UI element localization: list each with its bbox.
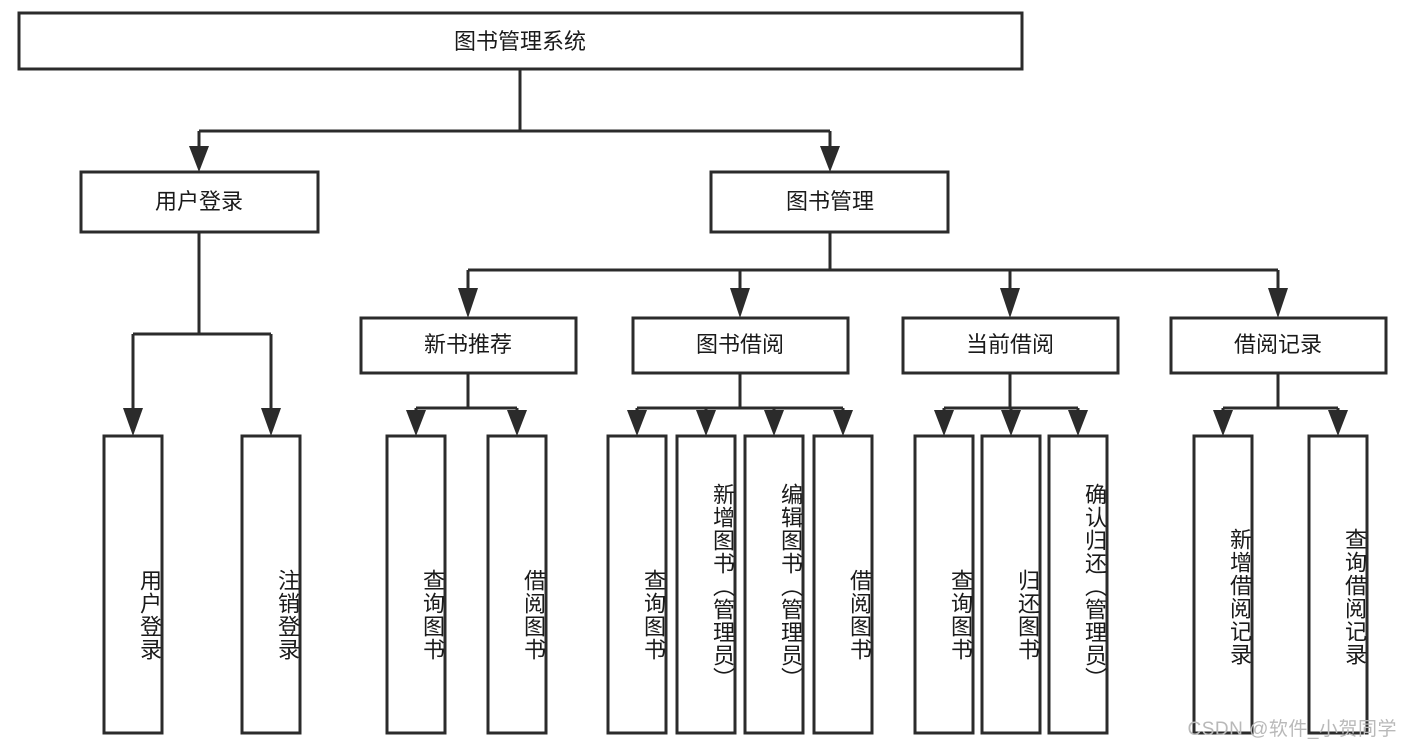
arrow-head-borrow-record — [1268, 288, 1288, 318]
arrow-head-leaf-query-record — [1328, 410, 1348, 436]
node-box-leaf-query-book-2[interactable] — [606, 434, 668, 735]
node-box-leaf-confirm-return[interactable] — [1047, 434, 1109, 735]
node-box-root[interactable] — [17, 11, 1024, 71]
node-box-leaf-add-record[interactable] — [1192, 434, 1254, 735]
node-box-book-borrow[interactable] — [631, 316, 850, 375]
arrow-head-leaf-user-logout — [261, 408, 281, 436]
node-box-borrow-record[interactable] — [1169, 316, 1388, 375]
arrow-head-leaf-borrow-book-1 — [507, 410, 527, 436]
node-box-leaf-user-logout[interactable] — [240, 434, 302, 735]
arrow-head-new-book-recommend — [458, 288, 478, 318]
node-box-new-book-recommend[interactable] — [359, 316, 578, 375]
node-box-user-login[interactable] — [79, 170, 320, 234]
node-label-book-borrow: 图书借阅 — [696, 332, 784, 357]
node-box-leaf-user-login[interactable] — [102, 434, 164, 735]
arrow-head-leaf-query-book-2 — [627, 410, 647, 436]
node-box-leaf-borrow-book-1[interactable] — [486, 434, 548, 735]
arrow-head-leaf-borrow-book-2 — [833, 410, 853, 436]
arrow-head-book-manage — [820, 146, 840, 172]
arrow-head-leaf-add-book — [696, 410, 716, 436]
arrow-head-leaf-confirm-return — [1068, 410, 1088, 436]
connector-group-current-borrow — [934, 373, 1088, 436]
connector-group-new-book-recommend — [406, 373, 527, 436]
arrow-head-leaf-query-book-3 — [934, 410, 954, 436]
node-label-current-borrow: 当前借阅 — [966, 332, 1054, 357]
arrow-head-leaf-return-book — [1001, 410, 1021, 436]
node-label-new-book-recommend: 新书推荐 — [424, 332, 512, 357]
node-box-leaf-edit-book[interactable] — [743, 434, 805, 735]
node-label-user-login: 用户登录 — [155, 189, 243, 214]
node-label-root: 图书管理系统 — [454, 29, 586, 54]
connector-group-book-borrow — [627, 373, 853, 436]
watermark-text: CSDN @软件_小贺同学 — [1187, 719, 1397, 740]
node-box-leaf-query-book-1[interactable] — [385, 434, 447, 735]
arrow-head-leaf-user-login — [123, 408, 143, 436]
arrow-head-leaf-edit-book — [764, 410, 784, 436]
node-box-current-borrow[interactable] — [901, 316, 1120, 375]
connector-group-user-login — [123, 232, 281, 436]
node-box-book-manage[interactable] — [709, 170, 950, 234]
node-box-leaf-query-record[interactable] — [1307, 434, 1369, 735]
arrow-head-leaf-query-book-1 — [406, 410, 426, 436]
arrow-head-current-borrow — [1000, 288, 1020, 318]
arrow-head-book-borrow — [730, 288, 750, 318]
node-label-borrow-record: 借阅记录 — [1234, 332, 1322, 357]
node-box-leaf-borrow-book-2[interactable] — [812, 434, 874, 735]
node-box-leaf-add-book[interactable] — [675, 434, 737, 735]
connector-group-book-manage — [458, 232, 1288, 318]
connector-group-borrow-record — [1213, 373, 1348, 436]
arrow-head-user-login — [189, 146, 209, 172]
arrow-head-leaf-add-record — [1213, 410, 1233, 436]
node-box-leaf-return-book[interactable] — [980, 434, 1042, 735]
node-box-leaf-query-book-3[interactable] — [913, 434, 975, 735]
node-label-book-manage: 图书管理 — [786, 189, 874, 214]
connector-group-root — [189, 69, 840, 172]
